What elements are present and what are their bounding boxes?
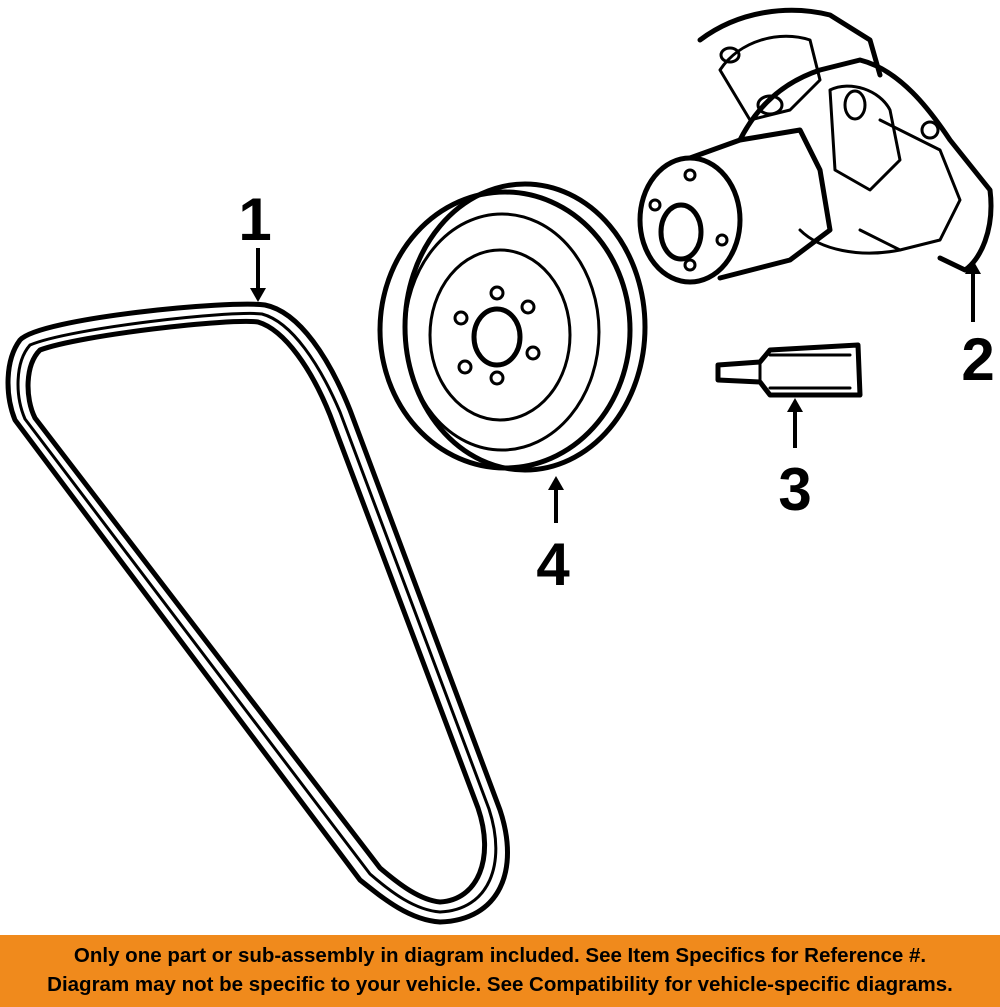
callout-2: 2 <box>961 260 995 393</box>
svg-text:3: 3 <box>778 456 811 523</box>
parts-diagram: 1 2 3 4 <box>5 7 995 925</box>
callout-1: 1 <box>238 186 272 302</box>
water-pump <box>637 7 994 285</box>
disclaimer-banner: Only one part or sub-assembly in diagram… <box>0 935 1000 1007</box>
gasket <box>715 342 863 398</box>
disclaimer-line-2: Diagram may not be specific to your vehi… <box>47 973 953 996</box>
callout-3: 3 <box>778 398 812 523</box>
callout-4: 4 <box>536 476 570 598</box>
svg-text:2: 2 <box>961 326 994 393</box>
drive-belt <box>5 301 510 925</box>
svg-text:4: 4 <box>536 531 570 598</box>
svg-text:1: 1 <box>238 186 271 253</box>
water-pump-pulley <box>377 181 648 473</box>
disclaimer-line-1: Only one part or sub-assembly in diagram… <box>73 944 927 967</box>
